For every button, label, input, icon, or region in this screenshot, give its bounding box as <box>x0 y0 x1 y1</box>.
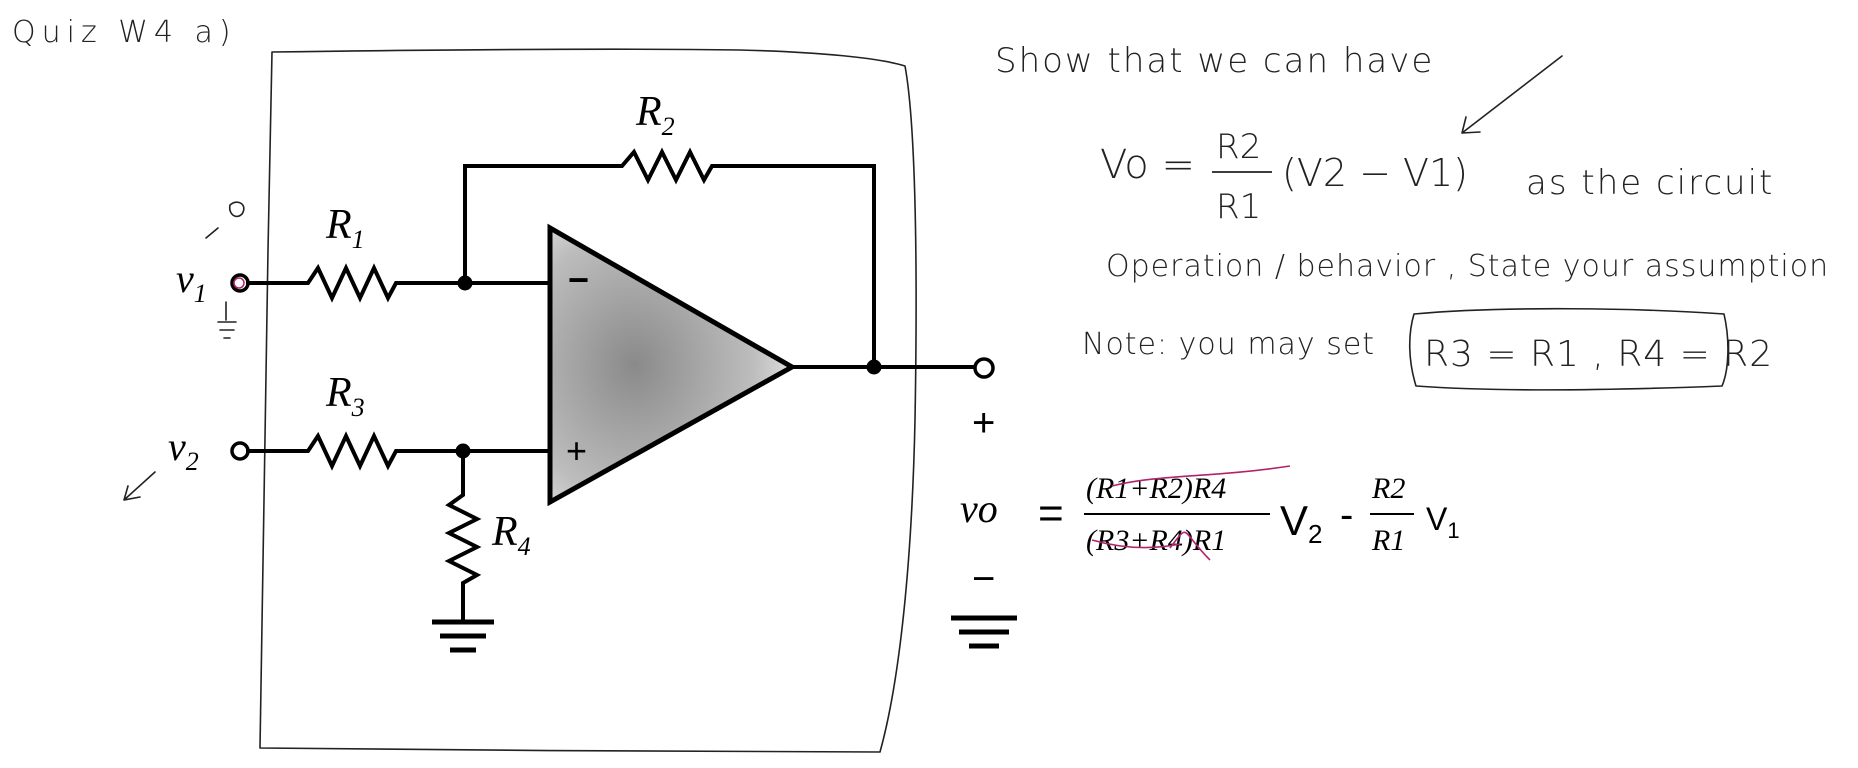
annotation-strike <box>1091 465 1291 561</box>
output-ground-icon <box>951 615 1017 649</box>
equation-minus: - <box>1340 493 1353 537</box>
output-node <box>866 359 882 375</box>
r4-label: R4 <box>491 509 531 561</box>
pencil-arrow-icon <box>123 471 156 501</box>
quiz-title: Quiz W4 a) <box>12 15 237 50</box>
v2-terminal <box>230 441 250 461</box>
vo-label: vo <box>960 486 998 531</box>
circuit-border <box>259 48 917 753</box>
note-line1: Show that we can have <box>995 41 1434 81</box>
equation-frac2-den: R1 <box>1371 524 1405 557</box>
equation-v1: V1 <box>1426 501 1460 543</box>
equation-equals: = <box>1038 489 1064 538</box>
r1-wire <box>246 263 552 303</box>
pencil-scribble <box>205 201 245 239</box>
r4-ground-icon <box>432 619 494 653</box>
vo-terminal <box>973 357 995 379</box>
opamp-triangle <box>547 223 798 507</box>
annotation-circle <box>233 277 245 289</box>
formula-paren: (V2 − V1) <box>1282 151 1468 195</box>
r1-label: R1 <box>325 202 365 254</box>
r2-label: R2 <box>635 89 675 141</box>
equation-frac2-num: R2 <box>1371 472 1405 505</box>
v2-label: v2 <box>168 424 199 476</box>
formula-den: R1 <box>1216 187 1261 227</box>
v1-label: v1 <box>176 256 207 308</box>
note-line3: Operation / behavior , State your assump… <box>1106 249 1829 284</box>
pencil-ground-icon <box>217 301 237 339</box>
note-box <box>1408 307 1729 391</box>
equation-frac1-num: (R1+R2)R4 <box>1086 472 1226 505</box>
out-plus: + <box>972 401 995 445</box>
opamp-plus: + <box>566 430 587 471</box>
opamp-minus: − <box>568 259 589 300</box>
equation-v2: V2 <box>1280 497 1322 549</box>
formula-num: R2 <box>1216 127 1261 167</box>
r4-wire <box>444 449 482 624</box>
note-line4: Note: you may set <box>1082 327 1375 362</box>
r3-wire <box>246 431 552 471</box>
feedback-wire <box>463 147 876 369</box>
equation-frac1-den: (R3+R4)R1 <box>1086 524 1226 557</box>
inverting-node <box>457 275 473 291</box>
formula-lhs: Vo = <box>1100 142 1195 188</box>
note-line2: as the circuit <box>1526 163 1774 203</box>
r3-label: R3 <box>325 370 365 422</box>
pencil-arrow-icon <box>1461 55 1563 134</box>
out-minus: − <box>972 557 995 601</box>
note-boxed: R3 = R1 , R4 = R2 <box>1424 334 1773 375</box>
